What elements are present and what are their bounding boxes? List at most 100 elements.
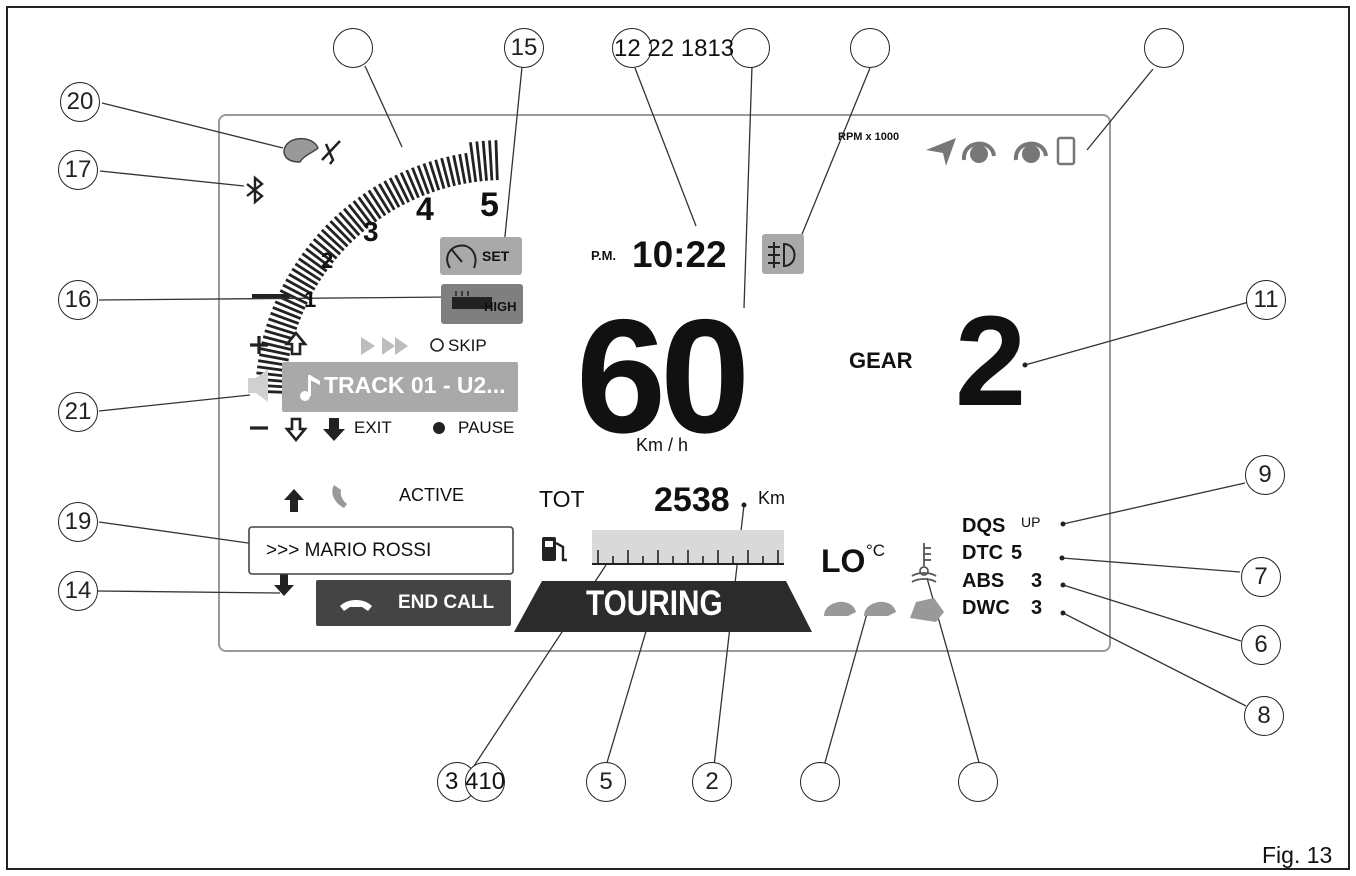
- rpm-bar: [329, 220, 353, 244]
- rpm-bar: [416, 165, 430, 195]
- microphone-off-icon: [321, 140, 341, 165]
- callout-blank-bottom-1: [800, 762, 840, 802]
- pause-dot-icon: [433, 422, 445, 434]
- rpm-bar: [434, 159, 446, 190]
- rpm-bar: [452, 155, 462, 185]
- rpm-bar: [266, 323, 296, 336]
- cruise-set-label: SET: [482, 248, 510, 264]
- callout-16: 16: [58, 280, 98, 320]
- callout-blank-top-2: [850, 28, 890, 68]
- rpm-bar: [325, 224, 349, 248]
- rpm-bar: [488, 140, 494, 181]
- rpm-bar: [347, 203, 369, 230]
- luggage-icon: [910, 598, 944, 622]
- navigation-icon: [926, 138, 956, 166]
- rpm-bar: [475, 141, 483, 182]
- callout-20: 20: [60, 82, 100, 122]
- rpm-bar: [446, 156, 456, 187]
- riding-mode-label: TOURING: [586, 584, 723, 623]
- callout-11: 11: [1246, 280, 1286, 320]
- gear-value: 2: [955, 290, 1027, 433]
- intercom-headset-2-icon: [961, 141, 996, 163]
- coolant-temperature-icon: [911, 543, 937, 583]
- rpm-bar: [288, 273, 316, 291]
- callout-top-pair-left: [612, 28, 652, 68]
- music-note-icon: [300, 375, 320, 401]
- rider-helmet-icon: [824, 601, 856, 616]
- intercom-headset-1-icon: [1013, 141, 1048, 163]
- high-beam-label: HIGH: [484, 299, 517, 314]
- status-dtc-label: DTC: [962, 542, 1004, 564]
- rpm-bar: [458, 153, 467, 184]
- rpm-bar: [260, 347, 290, 357]
- arrow-up-outline-icon: [284, 330, 308, 356]
- helmet-intercom-icon: [283, 138, 319, 163]
- callout-9: 9: [1245, 455, 1285, 495]
- rpm-bar: [294, 262, 322, 282]
- rpm-bar: [291, 267, 319, 286]
- odometer-label: TOT: [539, 486, 585, 512]
- callout-blank-top-3: [1144, 28, 1184, 68]
- gear-label: GEAR: [849, 348, 913, 373]
- rpm-bar: [320, 228, 345, 252]
- rpm-bar: [297, 257, 325, 277]
- rpm-tick-3: 3: [363, 216, 379, 247]
- cruise-control-icon: [446, 244, 477, 269]
- rpm-tick-2: 2: [321, 248, 334, 273]
- track-chip: [282, 362, 518, 412]
- status-abs-value: 3: [1031, 570, 1043, 592]
- rpm-unit-label: RPM x 1000: [838, 131, 900, 143]
- callout-6: 6: [1241, 625, 1281, 665]
- cruise-control-chip: [440, 237, 522, 275]
- rpm-bar: [270, 311, 300, 325]
- rpm-bar: [258, 353, 289, 362]
- rpm-bar: [305, 247, 331, 268]
- fuel-gauge: [592, 530, 784, 565]
- odometer-unit: Km: [758, 488, 785, 508]
- rpm-bar: [256, 371, 287, 378]
- rpm-bar: [333, 215, 357, 240]
- rpm-bar: [279, 289, 308, 305]
- rpm-bar: [264, 329, 295, 341]
- pause-label: PAUSE: [458, 418, 515, 437]
- speed-unit: Km / h: [636, 435, 689, 455]
- rpm-bar: [372, 186, 391, 214]
- callout-19: 19: [58, 502, 98, 542]
- callout-bottom-pair-right: [465, 762, 505, 802]
- rpm-bar: [394, 174, 410, 203]
- status-abs-label: ABS: [962, 570, 1005, 592]
- high-beam-icon: [452, 291, 492, 309]
- call-list-down-icon: [274, 574, 294, 596]
- speed-value: 60: [576, 286, 750, 467]
- rpm-bar: [343, 207, 365, 233]
- callout-14: 14: [58, 571, 98, 611]
- exit-label: EXIT: [354, 418, 392, 437]
- rpm-bar: [312, 238, 338, 260]
- rpm-bar: [338, 211, 361, 237]
- caller-name: >>> MARIO ROSSI: [266, 540, 432, 561]
- phone-icon: [332, 485, 347, 508]
- rpm-bar: [405, 169, 420, 199]
- hang-up-icon: [340, 600, 372, 611]
- rpm-bar: [274, 300, 304, 315]
- rpm-bar: [316, 233, 342, 256]
- rpm-bar: [357, 196, 378, 223]
- callout-7: 7: [1241, 557, 1281, 597]
- status-dqs-label: DQS: [962, 515, 1006, 537]
- caller-box: [248, 526, 514, 575]
- rpm-bar: [494, 140, 499, 181]
- callout-blank-bottom-2: [958, 762, 998, 802]
- riding-mode-banner: [514, 581, 812, 632]
- speaker-icon: [248, 369, 268, 402]
- rpm-bar: [411, 167, 425, 197]
- rpm-bar: [268, 317, 298, 330]
- arrow-down-solid-icon: [323, 418, 345, 441]
- rpm-bar: [285, 278, 313, 296]
- callout-21: 21: [58, 392, 98, 432]
- rpm-bar-gauge: [255, 140, 499, 394]
- status-dwc-value: 3: [1031, 597, 1043, 619]
- callout-15: 15: [504, 28, 544, 68]
- end-call-label: END CALL: [398, 592, 495, 613]
- rpm-bar: [257, 365, 288, 373]
